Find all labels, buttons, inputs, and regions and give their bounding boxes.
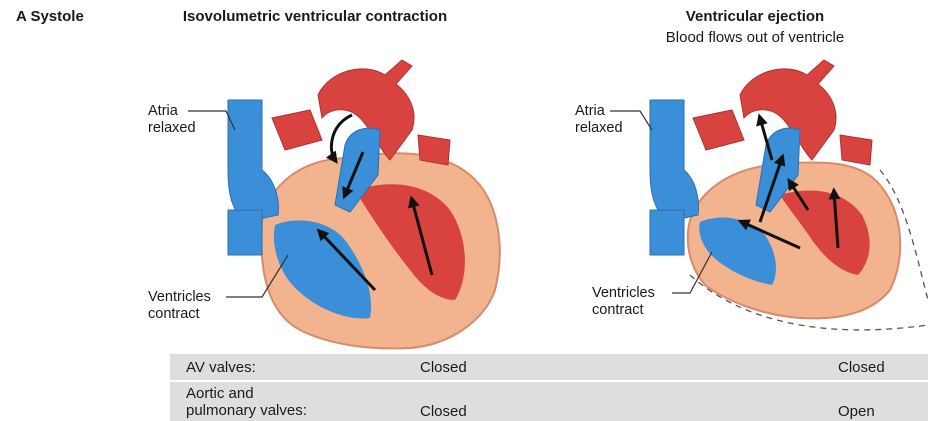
- av-valves-label: AV valves:: [186, 359, 256, 376]
- semilunar-valves-row: Aortic and pulmonary valves: Closed Open: [170, 382, 928, 421]
- av-valves-left-value: Closed: [420, 359, 467, 376]
- semilunar-valves-right-value: Open: [838, 403, 875, 420]
- left-inferior-vena-cava: [228, 210, 262, 255]
- right-atria-label: Atria relaxed: [575, 103, 623, 137]
- av-valves-right-value: Closed: [838, 359, 885, 376]
- semilunar-valves-label-line2: pulmonary valves:: [186, 402, 307, 419]
- av-valves-row: AV valves: Closed Closed: [170, 354, 928, 380]
- right-atria-label-line1: Atria: [575, 103, 623, 120]
- right-ventricles-label: Ventricles contract: [592, 285, 655, 319]
- left-ventricles-label-line2: contract: [148, 306, 211, 323]
- left-atria-label-line1: Atria: [148, 103, 196, 120]
- left-pulmonary-veins: [272, 110, 322, 150]
- left-heart-illustration: [228, 60, 500, 348]
- right-atria-label-line2: relaxed: [575, 120, 623, 137]
- right-ventricles-label-line1: Ventricles: [592, 285, 655, 302]
- left-ventricles-label-line1: Ventricles: [148, 289, 211, 306]
- left-vena-cava: [228, 100, 278, 222]
- left-atria-label-line2: relaxed: [148, 120, 196, 137]
- left-ventricles-label: Ventricles contract: [148, 289, 211, 323]
- semilunar-valves-label-line1: Aortic and: [186, 385, 254, 402]
- right-pulmonary-veins: [693, 110, 744, 150]
- right-inferior-vena-cava: [650, 210, 684, 255]
- semilunar-valves-left-value: Closed: [420, 403, 467, 420]
- right-ventricles-label-line2: contract: [592, 302, 655, 319]
- left-atria-label: Atria relaxed: [148, 103, 196, 137]
- right-vena-cava: [650, 100, 698, 222]
